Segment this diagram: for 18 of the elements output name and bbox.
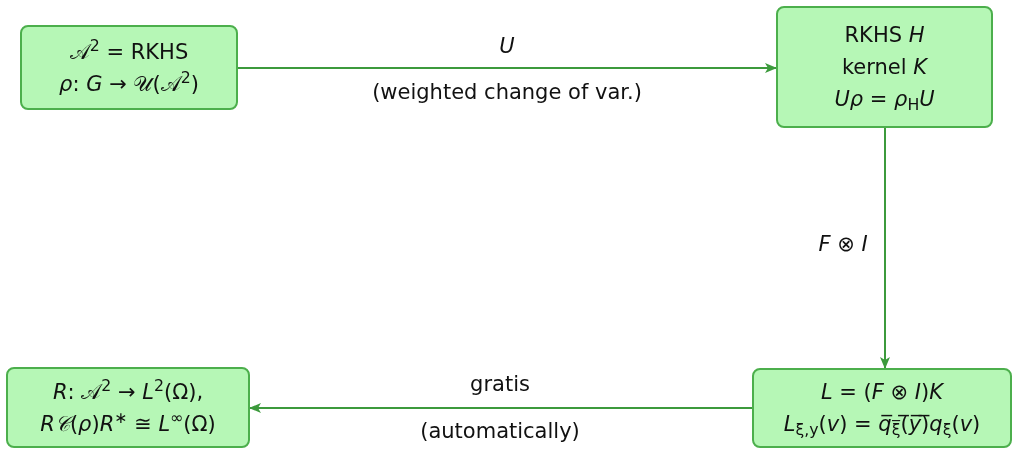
edge-note: (weighted change of var.) — [372, 79, 642, 107]
math-box — [20, 25, 238, 110]
arrow — [249, 403, 753, 413]
math-box — [776, 6, 993, 128]
formula: ρ: G → 𝒰(𝒜$^{2}$) — [59, 68, 199, 98]
edge-note: (automatically) — [420, 418, 580, 446]
formula: kernel K — [841, 54, 928, 81]
formula: L = (F ⊗ I)K — [820, 379, 944, 406]
formula: R: 𝒜$^{2}$ → L$^{2}$(Ω), — [52, 376, 204, 406]
formula: R𝒞(ρ)R$^{∗}$ ≅ L$^{∞}$(Ω) — [40, 408, 216, 438]
formula: Uρ = ρ$_{H}$U — [834, 86, 935, 114]
formula: RKHS H — [844, 22, 925, 49]
math-box — [752, 368, 1012, 448]
formula: 𝒜$^{2}$ = RKHS — [69, 36, 189, 66]
arrow — [880, 127, 890, 369]
math-box — [6, 367, 250, 448]
formula: L$_{ξ,y}$(v) = q̅$_{ξ̅}$(̅y̅)̅q$_{ξ}$(v) — [783, 411, 981, 439]
arrow — [237, 63, 777, 73]
